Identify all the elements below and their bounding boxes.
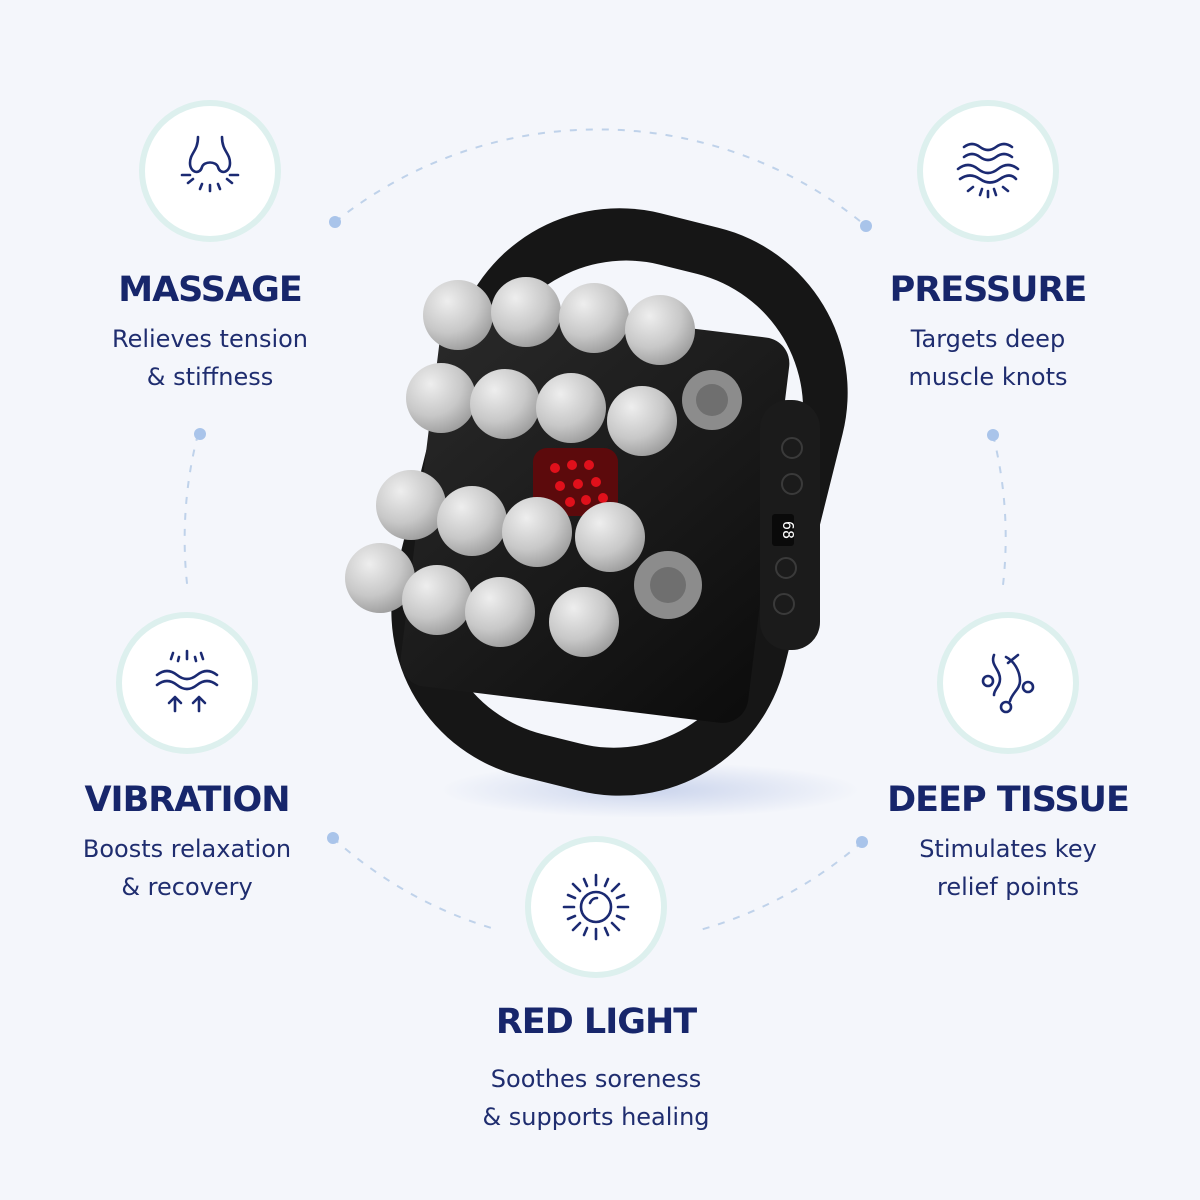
feature-description: Relieves tension & stiffness [50,320,370,396]
massage-ball [423,280,493,350]
red-led [550,463,560,473]
red-led [584,460,594,470]
description-line-1: Stimulates key [919,835,1097,863]
feature-red-light: RED LIGHT Soothes soreness & supports hea… [436,836,756,1136]
massage-ball [549,587,619,657]
description-line-1: Boosts relaxation [82,835,292,863]
massage-ball [345,543,415,613]
red-light-leds [550,460,608,507]
feature-title: RED LIGHT [495,1002,697,1042]
vibration-icon [155,649,219,713]
red-led [573,479,583,489]
pressure-waves-icon [956,142,1020,199]
feature-icon-ring [937,612,1079,754]
feature-description: Stimulates key relief points [848,830,1168,906]
description-line-1: Soothes soreness [490,1065,702,1093]
feature-title: DEEP TISSUE [887,780,1130,820]
feature-pressure: PRESSURE Targets deep muscle knots [828,100,1148,396]
dashed-connectors [183,128,1007,931]
feature-icon-ring [139,100,281,242]
massage-ball [437,486,507,556]
description-line-2: & recovery [121,873,253,901]
massage-icon [180,135,240,193]
red-led [565,497,575,507]
massage-ball [575,502,645,572]
feature-icon-ring [917,100,1059,242]
red-led [567,460,577,470]
connector-dots [194,216,999,848]
massage-ball [502,497,572,567]
feature-title: MASSAGE [118,270,302,310]
red-led [555,481,565,491]
feature-description: Boosts relaxation & recovery [27,830,347,906]
massager-device: 68 [345,208,860,818]
red-led [598,493,608,503]
description-line-1: Targets deep [910,325,1066,353]
feature-icon-ring [525,836,667,978]
description-line-2: relief points [937,873,1079,901]
description-line-2: & supports healing [482,1103,710,1131]
massage-ball [559,283,629,353]
feature-massage: MASSAGE Relieves tension & stiffness [50,100,370,396]
red-led [591,477,601,487]
massage-balls [345,277,695,657]
description-line-2: muscle knots [908,363,1068,391]
massage-ball [402,565,472,635]
device-display: 68 [779,521,797,539]
description-line-2: & stiffness [146,363,274,391]
feature-description: Targets deep muscle knots [828,320,1148,396]
feature-title: VIBRATION [84,780,290,820]
massage-ball [625,295,695,365]
feature-title: PRESSURE [889,270,1088,310]
red-led [581,495,591,505]
massage-ball [607,386,677,456]
feature-description: Soothes soreness & supports healing [436,1060,756,1136]
massage-ball [376,470,446,540]
feature-deep-tissue: DEEP TISSUE Stimulates key relief points [848,612,1168,906]
massage-ball [491,277,561,347]
sun-icon [562,873,630,941]
massage-ball [465,577,535,647]
acupoint-icon [981,653,1035,714]
massage-ball [536,373,606,443]
description-line-1: Relieves tension [111,325,309,353]
massage-ball [470,369,540,439]
massage-ball [406,363,476,433]
feature-icon-ring [116,612,258,754]
feature-vibration: VIBRATION Boosts relaxation & recovery [27,612,347,906]
